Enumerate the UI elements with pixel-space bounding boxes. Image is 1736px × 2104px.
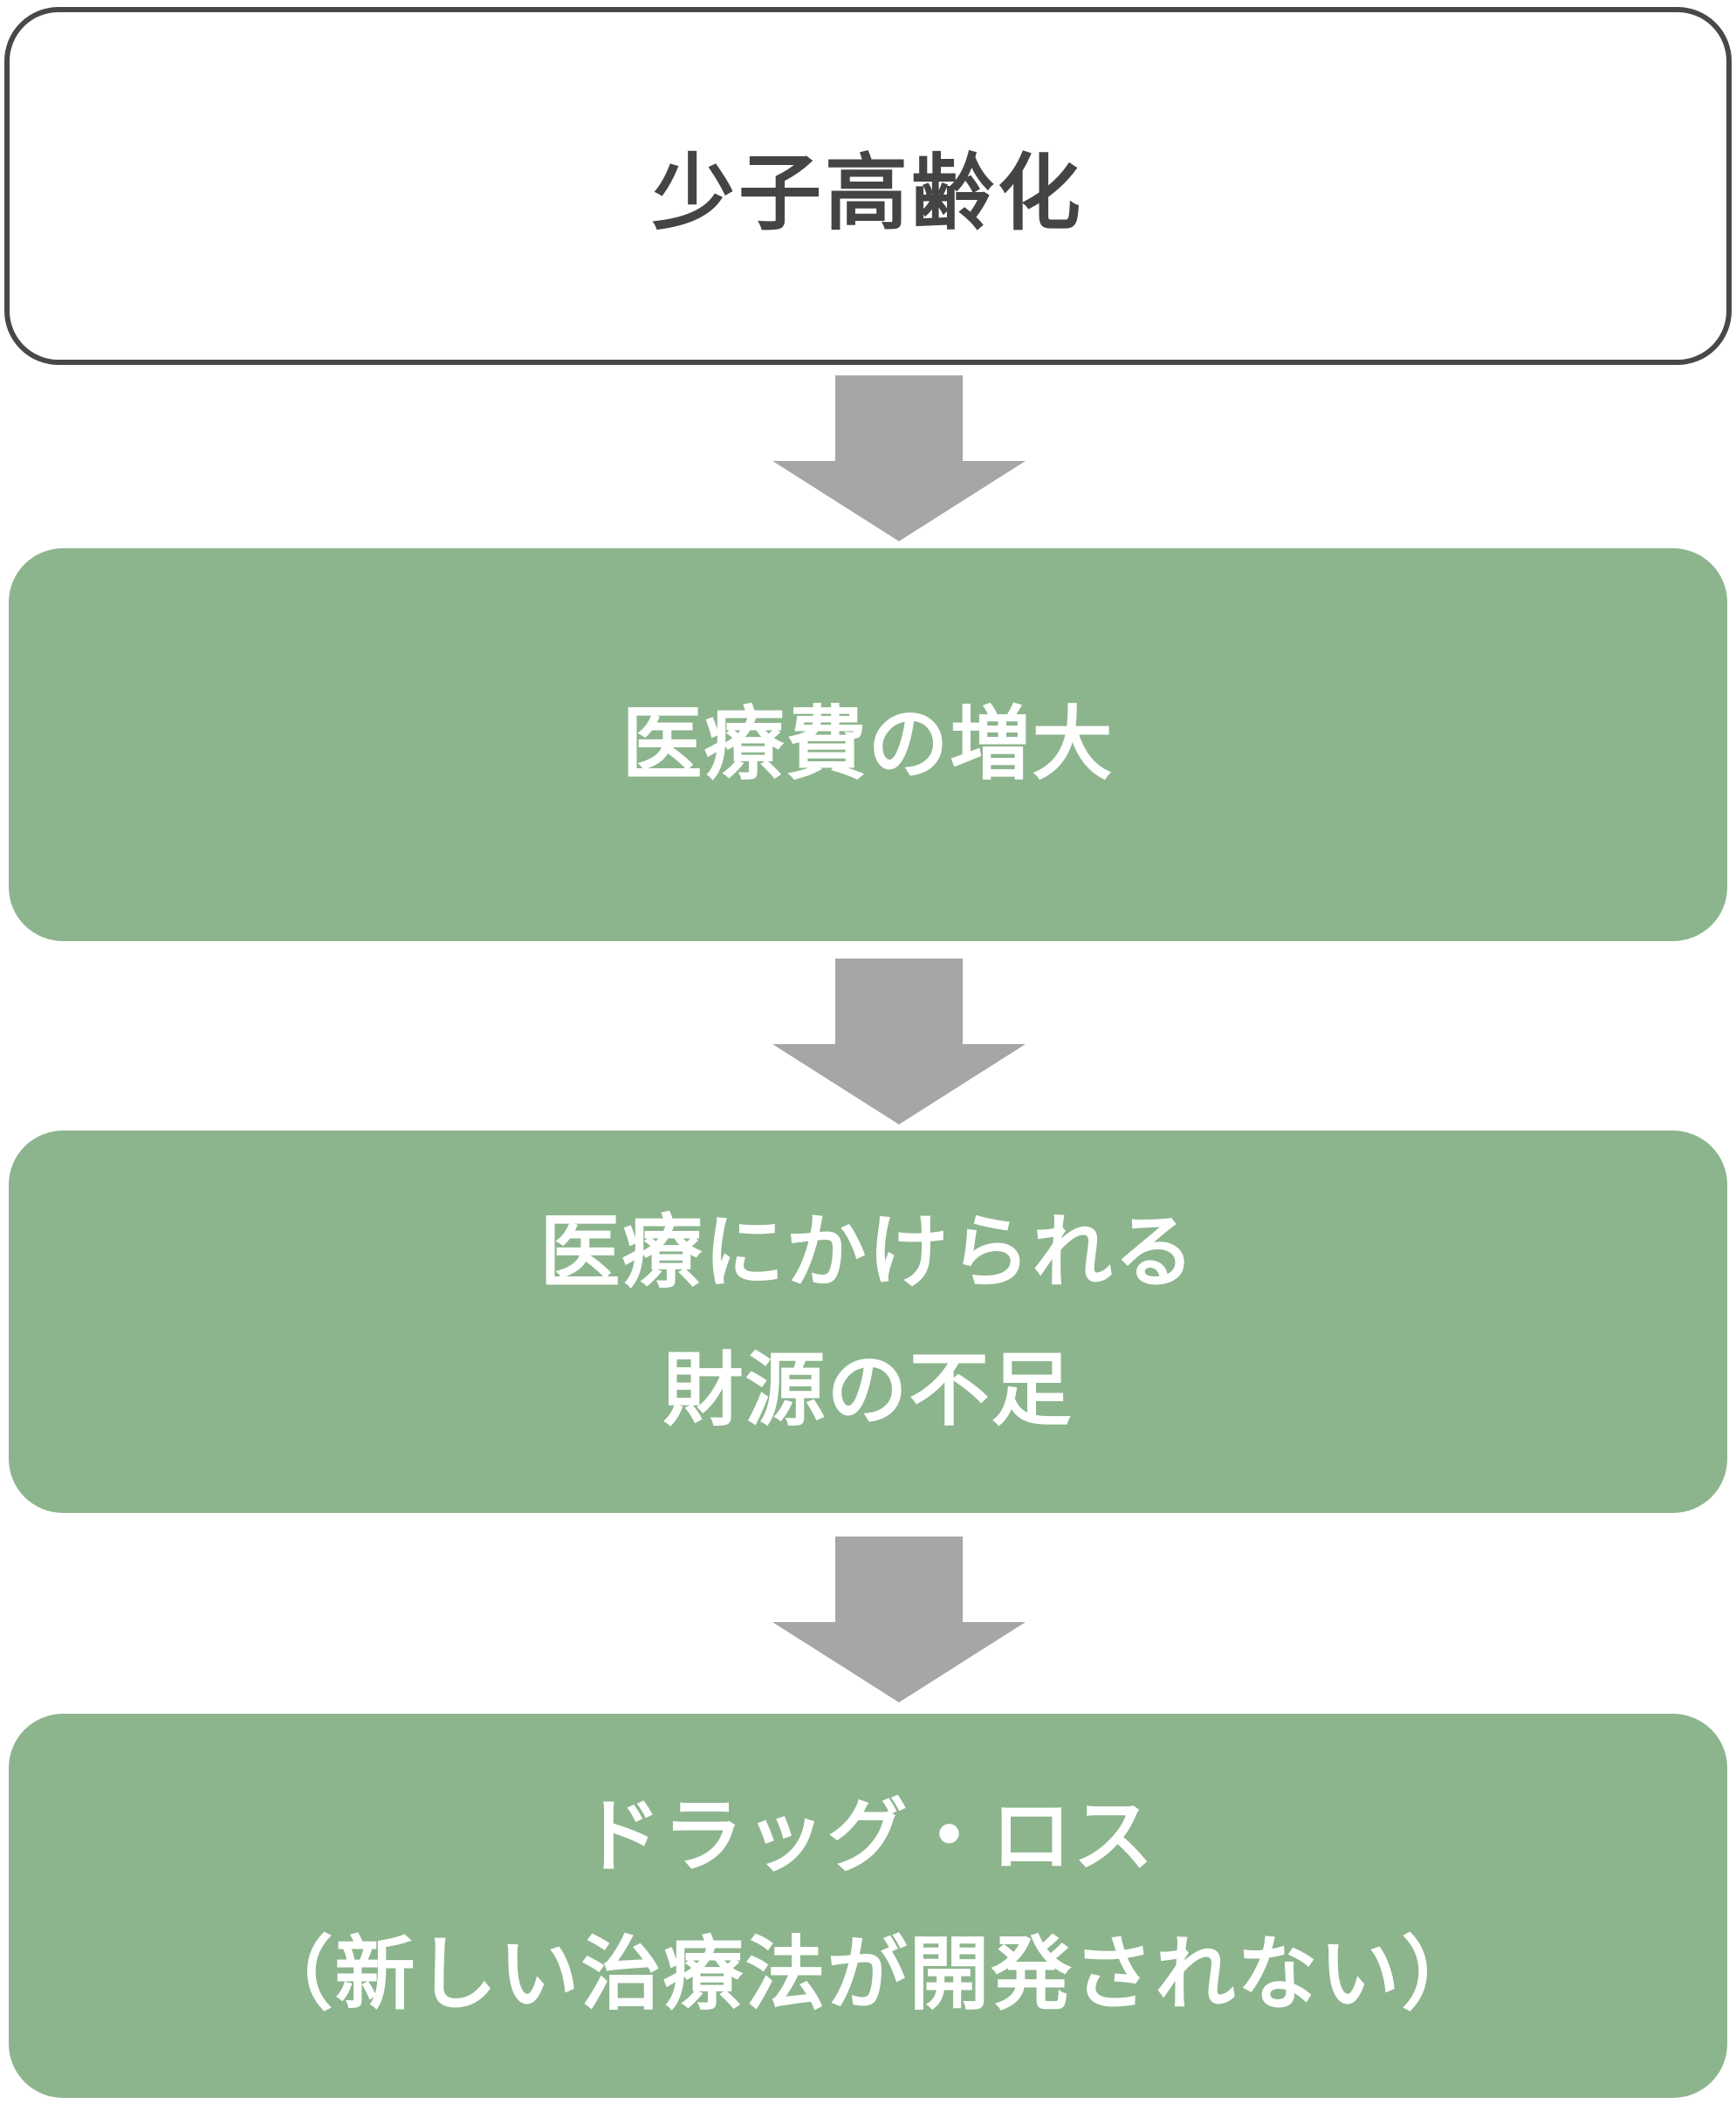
down-arrow-shape [772,375,1026,541]
node-label: 少子高齢化 [651,147,1084,240]
flow-node-aging-society: 少子高齢化 [4,7,1732,365]
flow-node-medical-costs: 医療費の増大 [9,548,1727,941]
node-label-line2: 財源の不足 [662,1346,1074,1435]
node-label-line1: 医療にかけられる [539,1207,1197,1297]
node-label-line1: ドラッグ・ロス [580,1791,1156,1881]
down-arrow-shape [772,959,1026,1124]
down-arrow-icon [772,959,1026,1124]
node-label: 医療費の増大 [621,699,1115,789]
flow-node-funding-shortage: 医療にかけられる 財源の不足 [9,1131,1727,1513]
flow-node-drug-loss: ドラッグ・ロス （新しい治療法が開発されない） [9,1714,1727,2098]
down-arrow-icon [772,1537,1026,1702]
down-arrow-shape [772,1537,1026,1702]
node-label-line2: （新しい治療法が開発されない） [252,1930,1484,2019]
down-arrow-icon [772,375,1026,541]
